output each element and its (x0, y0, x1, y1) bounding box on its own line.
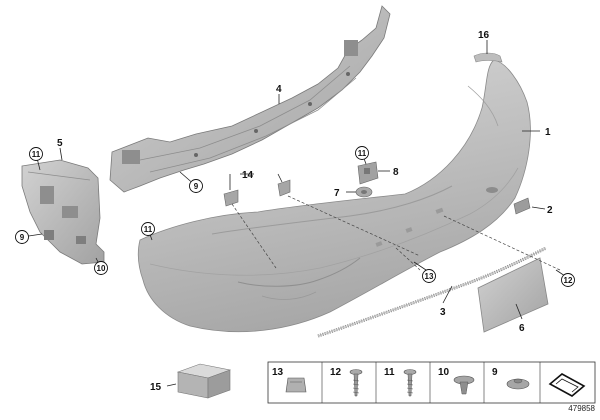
callout-3: 3 (440, 307, 446, 318)
bumper-carrier-shape (109, 5, 391, 193)
legend-label-13: 13 (272, 367, 284, 378)
callout-10: 10 (94, 261, 108, 275)
trim-strip-shape (317, 246, 547, 338)
callout-labels: 1 2 3 4 5 6 7 8 14 15 16 9 9 10 11 11 (15, 30, 575, 393)
bumper-cover-shape (137, 59, 531, 333)
callout-11-bracket: 11 (29, 147, 43, 161)
clips-14-shape (223, 179, 291, 207)
side-bracket-shape (21, 159, 105, 265)
callout-16: 16 (478, 30, 490, 41)
legend-label-9: 9 (492, 367, 498, 378)
expanding-rivet-icon (453, 375, 475, 395)
svg-text:9: 9 (20, 233, 25, 242)
svg-text:13: 13 (425, 272, 434, 281)
callout-8: 8 (393, 167, 399, 178)
callout-13: 13 (422, 269, 436, 283)
callout-5: 5 (57, 138, 63, 149)
diagram-reference-number: 479858 (568, 404, 595, 413)
callout-15: 15 (150, 382, 162, 393)
callout-9-carrier: 9 (189, 179, 203, 193)
spring-nut-icon (285, 377, 307, 393)
callout-11-bracket-8: 11 (355, 146, 369, 160)
callout-6: 6 (519, 323, 525, 334)
callout-7: 7 (334, 188, 340, 199)
svg-text:10: 10 (97, 264, 106, 273)
screw-icon (403, 369, 417, 397)
callout-12: 12 (561, 273, 575, 287)
license-plate-base-shape (477, 257, 549, 333)
grommet-7-shape (355, 186, 373, 198)
screw-icon (349, 369, 363, 397)
callout-1: 1 (545, 127, 551, 138)
svg-text:11: 11 (144, 225, 153, 234)
callout-9-bracket: 9 (15, 230, 29, 244)
cover-cap-2-shape (513, 197, 531, 215)
bracket-8-shape (357, 161, 379, 185)
svg-text:11: 11 (32, 150, 41, 159)
svg-text:12: 12 (564, 276, 573, 285)
callout-2: 2 (547, 205, 553, 216)
legend-label-10: 10 (438, 367, 450, 378)
callout-4: 4 (276, 84, 282, 95)
legend-label-12: 12 (330, 367, 342, 378)
svg-text:11: 11 (358, 149, 367, 158)
fastener-legend (267, 361, 596, 404)
assembly-lines (231, 195, 561, 271)
clip-nut-icon (506, 378, 530, 390)
parts-kit-box-shape (176, 363, 232, 399)
legend-labels: 13 12 11 10 9 (272, 367, 498, 378)
legend-label-11: 11 (384, 367, 395, 378)
svg-text:9: 9 (194, 182, 199, 191)
callout-14: 14 (242, 170, 254, 181)
callout-11-bumper: 11 (141, 222, 155, 236)
moulding-16-shape (473, 52, 503, 63)
chevron-symbol-icon (548, 373, 586, 397)
